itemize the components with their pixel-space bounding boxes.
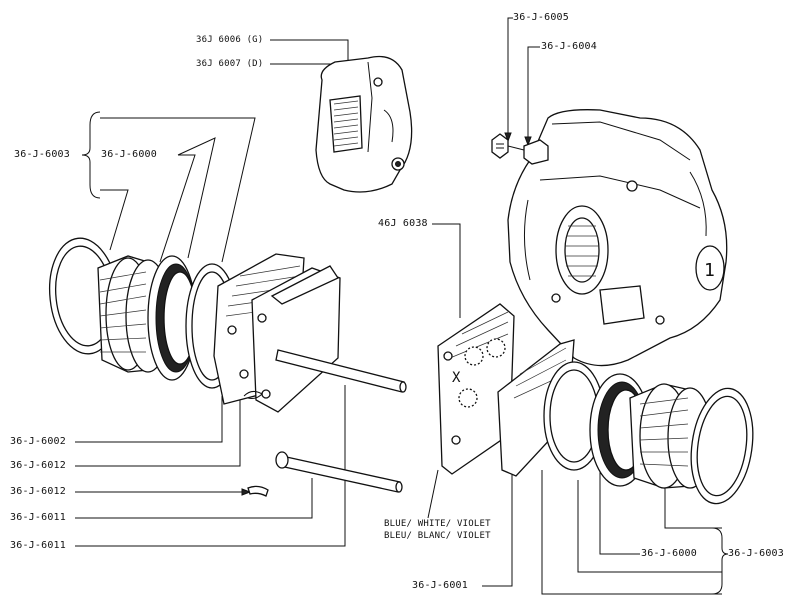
leader-6003-a: [100, 117, 256, 263]
label-36-j-6012-a: 36-J-6012: [10, 460, 66, 471]
label-36j-6006: 36J 6006 (G): [196, 35, 264, 45]
bleed-screw: [491, 133, 549, 165]
leader-colour: [427, 469, 439, 519]
caliper-number-one: 1: [704, 260, 715, 281]
leader-lines: [75, 17, 729, 595]
right-assembly: [543, 361, 754, 505]
label-46j-6038: 46J 6038: [378, 218, 428, 229]
label-36-j-6002: 36-J-6002: [10, 436, 66, 447]
leader-6003-r-c: [541, 470, 722, 595]
label-36j-6007: 36J 6007 (D): [196, 59, 264, 69]
leader-6000-a: [159, 154, 196, 263]
leader-6001: [482, 470, 513, 587]
label-colour-code-fr: BLEU/ BLANC/ VIOLET: [384, 531, 491, 541]
leader-6003-r-a: [664, 482, 722, 529]
label-36-j-6004: 36-J-6004: [541, 41, 597, 52]
leader-6004: [527, 46, 540, 142]
leader-6011a: [75, 478, 313, 519]
label-36-j-6000-right: 36-J-6000: [641, 548, 697, 559]
label-36-j-6011-a: 36-J-6011: [10, 512, 66, 523]
label-36-j-6001: 36-J-6001: [412, 580, 468, 591]
leader-6012a: [75, 400, 241, 467]
leader-6003-b: [100, 189, 129, 251]
caliper-small: [315, 55, 413, 193]
pad-cross-mark: X: [452, 370, 461, 386]
caliper-large: 1: [507, 109, 728, 367]
leader-6005: [507, 17, 513, 138]
leader-6003-r-b: [577, 480, 722, 573]
leader-6002: [75, 396, 223, 443]
label-36-j-6005: 36-J-6005: [513, 12, 569, 23]
leader-6000-b: [177, 137, 216, 259]
leader-6011b: [75, 385, 346, 547]
label-36-j-6011-b: 36-J-6011: [10, 540, 66, 551]
label-colour-code-en: BLUE/ WHITE/ VIOLET: [384, 519, 491, 529]
label-36-j-6003-left: 36-J-6003: [14, 149, 70, 160]
label-36-j-6000-left: 36-J-6000: [101, 149, 157, 160]
brace-left: [81, 111, 101, 199]
left-assembly: [48, 237, 407, 497]
leader-6038: [432, 223, 461, 318]
brace-right: [711, 527, 729, 595]
leader-6006: [270, 39, 349, 62]
label-36-j-6012-b: 36-J-6012: [10, 486, 66, 497]
label-36-j-6003-right: 36-J-6003: [728, 548, 784, 559]
